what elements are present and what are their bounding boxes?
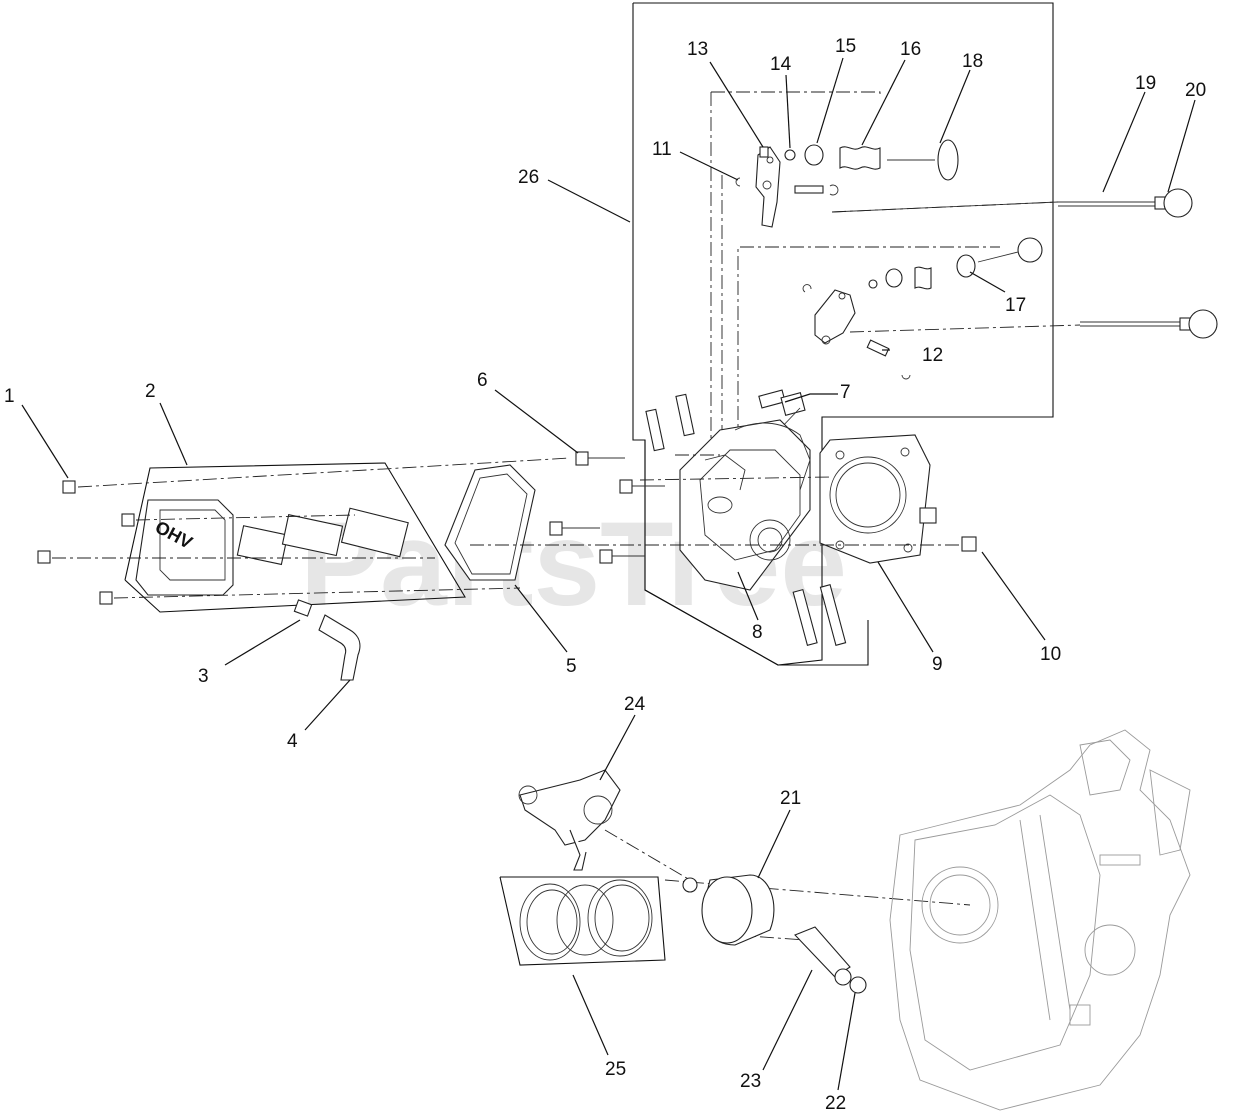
- valve-train-frame: [632, 2, 1054, 666]
- spark-plug: [758, 389, 806, 451]
- callout-1: 1: [4, 386, 15, 407]
- rocker-cover-gasket: [444, 464, 536, 581]
- callout-20: 20: [1185, 80, 1206, 101]
- head-bolts: [549, 451, 665, 564]
- dowel-pin-upper: [919, 507, 937, 524]
- piston-rings: [499, 876, 666, 966]
- cover-bolts: [37, 480, 135, 605]
- dowel-pin-lower: [961, 536, 977, 552]
- callout-21: 21: [780, 788, 801, 809]
- callout-24: 24: [624, 694, 646, 715]
- callout-13: 13: [687, 39, 708, 60]
- upper-rocker-arm: [735, 139, 959, 228]
- callout-6: 6: [477, 370, 488, 391]
- callout-8: 8: [752, 622, 763, 643]
- callout-18: 18: [962, 51, 983, 72]
- callout-14: 14: [770, 54, 792, 75]
- callout-26: 26: [518, 167, 539, 188]
- breather-hose: [293, 599, 361, 681]
- leader-lines: [21, 57, 1196, 1091]
- cylinder-head: [644, 393, 869, 666]
- callout-5: 5: [566, 656, 577, 677]
- crankcase: [889, 729, 1191, 1111]
- callout-23: 23: [740, 1071, 761, 1092]
- callout-17: 17: [1005, 295, 1026, 316]
- callout-12: 12: [922, 345, 943, 366]
- callout-labels: 1 2 3 4 5 6 7 8 9 10 11 12 13 14 15 16 1…: [4, 36, 1206, 1114]
- callout-2: 2: [145, 381, 156, 402]
- callout-7: 7: [840, 382, 851, 403]
- callout-22: 22: [825, 1093, 846, 1114]
- callout-25: 25: [605, 1059, 626, 1080]
- rocker-cover-assembly: OHV: [124, 462, 466, 613]
- push-rods: [831, 188, 1218, 339]
- head-gasket: [819, 434, 931, 564]
- callout-3: 3: [198, 666, 209, 687]
- callout-11: 11: [652, 139, 672, 160]
- callout-16: 16: [900, 39, 921, 60]
- lower-rocker-arm: [802, 237, 1043, 380]
- callout-19: 19: [1135, 73, 1156, 94]
- callout-4: 4: [287, 731, 298, 752]
- callout-15: 15: [835, 36, 856, 57]
- connecting-rod: [518, 769, 621, 871]
- callout-9: 9: [932, 654, 943, 675]
- piston: [682, 874, 867, 994]
- callout-10: 10: [1040, 644, 1061, 665]
